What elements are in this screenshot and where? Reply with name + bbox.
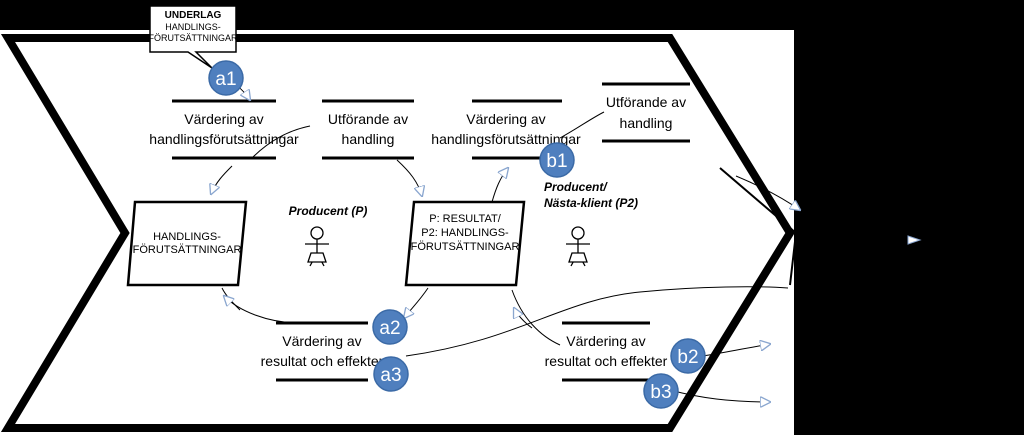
box-handlingsforutsattningar <box>126 200 248 287</box>
actor-producent-label: Producent (P) <box>289 204 368 218</box>
underlag-line2: FÖRUTSÄTTNINGAR <box>149 33 238 43</box>
svg-text:b2: b2 <box>677 347 698 368</box>
next-chevron-edge <box>719 167 798 286</box>
svg-text:a3: a3 <box>380 365 401 386</box>
stage-utforande-1-line1: Utförande av <box>328 111 408 127</box>
stage-utforande-2-line1: Utförande av <box>606 94 686 110</box>
stage-vardering-re-1-line1: Värdering av <box>282 333 361 349</box>
underlag-callout <box>149 5 237 69</box>
badge-a3: a3 <box>373 356 409 392</box>
stage-vardering-re-2-line1: Värdering av <box>566 333 645 349</box>
person-icon-producent <box>305 226 329 267</box>
badge-a1: a1 <box>208 60 244 96</box>
stage-vardering-hf-1-line2: handlingsförutsättningar <box>149 131 299 147</box>
stage-utforande-1-line2: handling <box>342 131 395 147</box>
badge-b2: b2 <box>670 338 706 374</box>
stage-vardering-re-1-line2: resultat och effekter <box>261 353 384 369</box>
svg-text:b1: b1 <box>546 151 567 172</box>
box-hf-line1: HANDLINGS- <box>153 231 221 243</box>
stage-vardering-hf-2-line1: Värdering av <box>466 111 545 127</box>
box-resultat-line1: P: RESULTAT/ <box>429 213 501 225</box>
stage-vardering-hf-2-line2: handlingsförutsättningar <box>431 131 581 147</box>
underlag-title: UNDERLAG <box>165 10 222 21</box>
actor-producent2-line2: Nästa-klient (P2) <box>544 196 638 210</box>
box-resultat-line3: FÖRUTSÄTTNINGAR <box>411 241 520 253</box>
badge-b1: b1 <box>539 142 575 178</box>
badge-a2: a2 <box>372 309 408 345</box>
svg-text:a2: a2 <box>379 318 400 339</box>
svg-text:b3: b3 <box>650 382 671 403</box>
stage-bars <box>172 82 690 382</box>
box-hf-line2: FÖRUTSÄTTNINGAR <box>133 244 242 256</box>
panel-arrowhead <box>907 235 922 245</box>
stage-vardering-hf-1-line1: Värdering av <box>184 111 263 127</box>
right-black-panel <box>794 0 1024 435</box>
stage-vardering-re-2-line2: resultat och effekter <box>545 353 668 369</box>
underlag-line1: HANDLINGS- <box>165 22 221 32</box>
box-resultat-line2: P2: HANDLINGS- <box>421 227 509 239</box>
person-icon-producent2 <box>566 226 590 267</box>
actor-producent2-line1: Producent/ <box>544 180 608 194</box>
box-resultat <box>404 200 526 287</box>
badge-b3: b3 <box>643 373 679 409</box>
stage-utforande-2-line2: handling <box>620 115 673 131</box>
svg-text:a1: a1 <box>215 69 236 90</box>
chevron-outline <box>0 34 795 432</box>
